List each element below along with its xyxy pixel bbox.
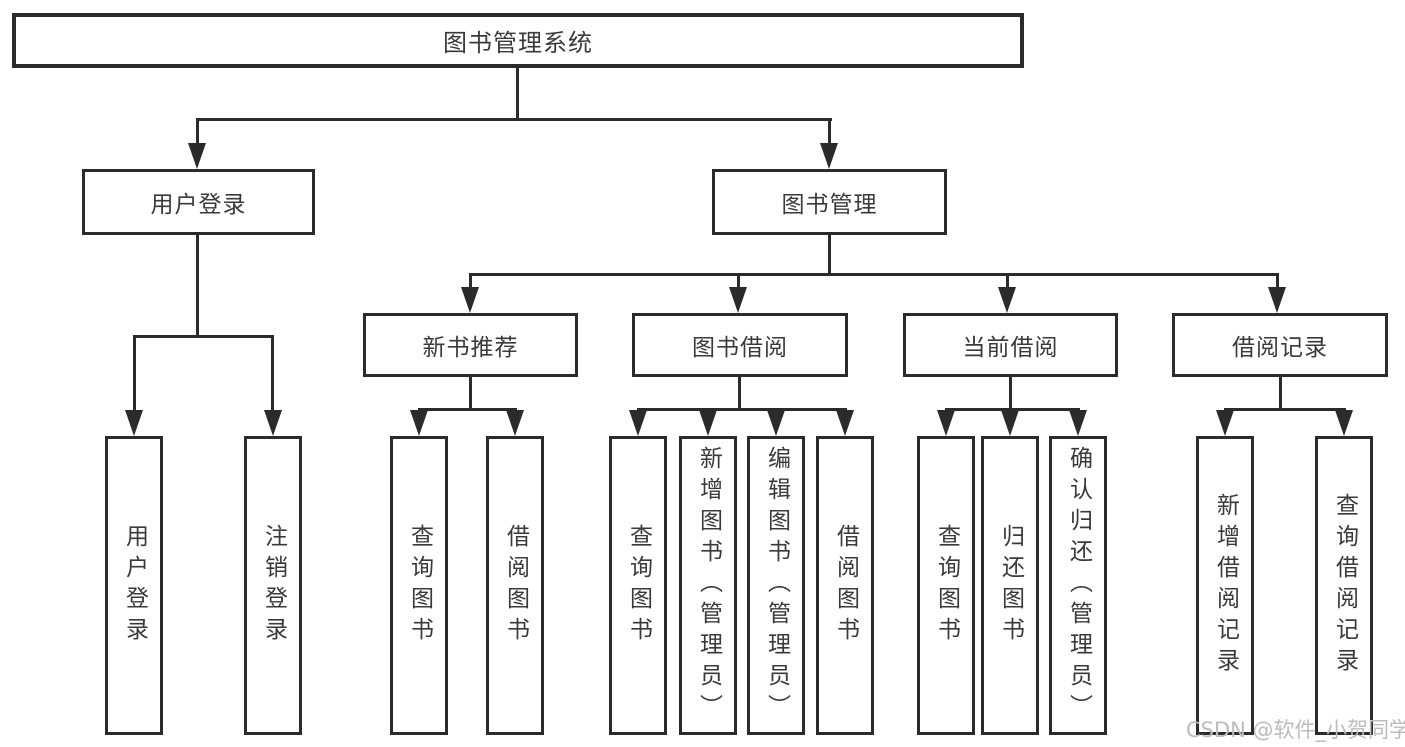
node-query-books-current: 查询图书 (917, 436, 975, 735)
node-book-borrowing: 图书借阅 (632, 313, 848, 377)
connector-mgmt-rail (469, 273, 1279, 276)
arrow-down-icon (629, 410, 647, 436)
arrow-down-icon (820, 143, 838, 169)
node-borrowing-records: 借阅记录 (1172, 313, 1388, 377)
connector-login-drop-2 (271, 335, 274, 412)
node-user-login: 用户登录 (82, 169, 315, 235)
arrow-down-icon (1268, 287, 1286, 313)
arrow-down-icon (699, 410, 717, 436)
arrow-down-icon (410, 410, 428, 436)
node-query-borrow-record: 查询借阅记录 (1315, 436, 1373, 735)
connector-borrow-stem (738, 377, 741, 408)
connector-root-rail (196, 118, 832, 121)
node-logout: 注销登录 (244, 436, 302, 735)
node-borrow-books-newbook: 借阅图书 (486, 436, 544, 735)
arrow-down-icon (998, 287, 1016, 313)
connector-current-stem (1009, 377, 1012, 408)
connector-borrow-rail (637, 408, 847, 411)
connector-mgmt-stem (828, 235, 831, 273)
node-return-books: 归还图书 (981, 436, 1039, 735)
connector-mgmt-drop-4 (1276, 273, 1279, 289)
arrow-down-icon (836, 410, 854, 436)
arrow-down-icon (1335, 410, 1353, 436)
arrow-down-icon (729, 287, 747, 313)
arrow-down-icon (1001, 410, 1019, 436)
connector-records-rail (1224, 408, 1346, 411)
csdn-watermark: CSDN @软件_小贺同学 (1186, 718, 1405, 742)
connector-login-drop-1 (133, 335, 136, 412)
connector-newbook-rail (418, 408, 517, 411)
arrow-down-icon (125, 410, 143, 436)
node-borrow-books-borrowing: 借阅图书 (816, 436, 874, 735)
node-add-borrow-record: 新增借阅记录 (1196, 436, 1254, 735)
node-library-management-system: 图书管理系统 (12, 13, 1024, 68)
connector-current-rail (945, 408, 1080, 411)
node-user-login-action: 用户登录 (105, 436, 163, 735)
arrow-down-icon (767, 410, 785, 436)
connector-newbook-stem (469, 377, 472, 408)
arrow-down-icon (461, 287, 479, 313)
connector-root-drop-left (196, 118, 199, 146)
node-book-management: 图书管理 (712, 169, 947, 235)
connector-mgmt-drop-1 (469, 273, 472, 289)
connector-mgmt-drop-3 (1006, 273, 1009, 289)
arrow-down-icon (1069, 410, 1087, 436)
node-add-book-admin: 新增图书（管理员） (679, 436, 737, 735)
connector-root-stem (516, 68, 519, 119)
arrow-down-icon (506, 410, 524, 436)
node-current-borrowing: 当前借阅 (903, 313, 1118, 377)
node-query-books-borrowing: 查询图书 (609, 436, 667, 735)
node-new-book-recommend: 新书推荐 (363, 313, 578, 377)
arrow-down-icon (264, 410, 282, 436)
connector-mgmt-drop-2 (737, 273, 740, 289)
connector-records-stem (1279, 377, 1282, 408)
node-edit-book-admin: 编辑图书（管理员） (747, 436, 805, 735)
connector-login-stem (196, 235, 199, 335)
connector-login-rail (133, 335, 274, 338)
node-confirm-return-admin: 确认归还（管理员） (1049, 436, 1107, 735)
arrow-down-icon (1216, 410, 1234, 436)
arrow-down-icon (937, 410, 955, 436)
arrow-down-icon (188, 143, 206, 169)
node-query-books-newbook: 查询图书 (390, 436, 448, 735)
connector-root-drop-right (828, 118, 831, 146)
